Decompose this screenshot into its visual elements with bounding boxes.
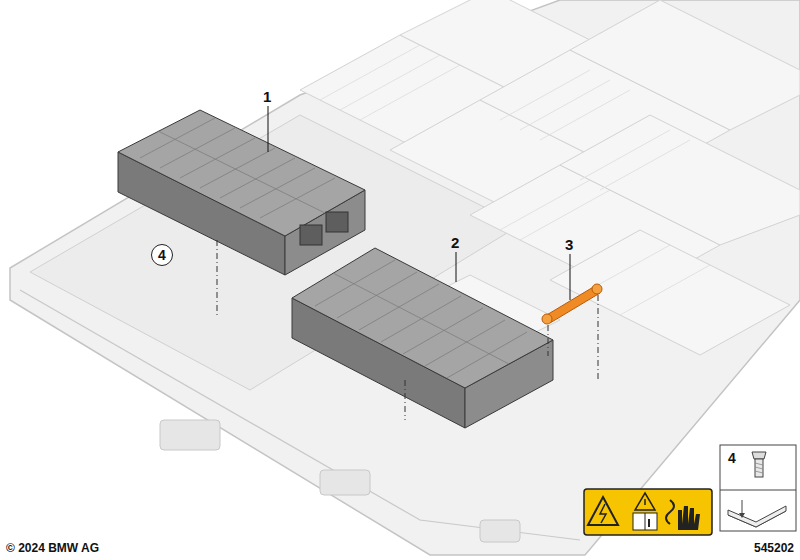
- tray-front-details: [160, 420, 520, 542]
- leader-lines: [268, 106, 570, 300]
- battery-module-1: [118, 110, 365, 275]
- part-legend-cell: 4: [720, 445, 796, 490]
- part-legend-box: [720, 445, 796, 531]
- callout-number: 1: [263, 89, 271, 104]
- callout-circle: 4: [151, 244, 173, 266]
- drawing-number: 545202: [754, 542, 794, 554]
- callout-number: 2: [451, 235, 459, 250]
- cell-connector-bar: [542, 284, 602, 324]
- callout-number: 4: [158, 248, 166, 262]
- warning-sign: [584, 489, 712, 535]
- callout-number: 3: [565, 237, 573, 252]
- callout-number: 4: [728, 451, 788, 465]
- battery-module-2: [292, 248, 553, 428]
- copyright-note: © 2024 BMW AG: [6, 542, 99, 554]
- mounting-lines: [217, 240, 598, 420]
- battery-tray: [10, 0, 800, 555]
